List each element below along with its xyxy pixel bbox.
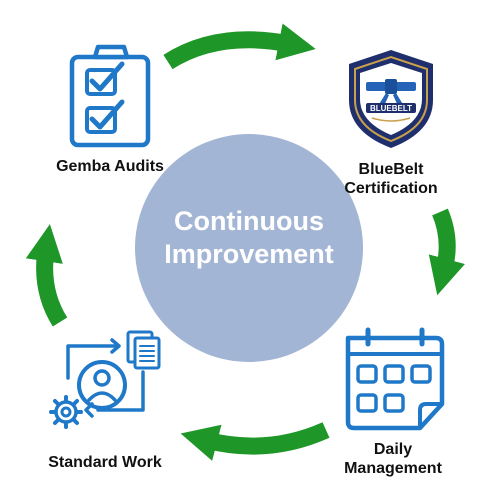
arrow-daily-to-standard — [180, 422, 330, 461]
calendar-icon — [345, 327, 445, 431]
gemba-audits-label: Gemba Audits — [42, 157, 178, 176]
belt-shield-badge-icon: BLUEBELT — [349, 50, 433, 148]
daily-management-label: Daily Management — [330, 440, 456, 478]
gemba-audits-text: Gemba Audits — [56, 158, 164, 175]
clipboard-checklist-icon — [69, 44, 151, 148]
center-title-line1: Continuous — [174, 206, 324, 236]
bluebelt-label-line2: Certification — [344, 180, 438, 197]
daily-label-line1: Daily — [373, 441, 413, 458]
bluebelt-certification-label: BlueBelt Certification — [330, 160, 452, 198]
daily-label-line2: Management — [344, 460, 442, 477]
badge-text: BLUEBELT — [370, 104, 412, 113]
center-circle — [135, 134, 363, 362]
center-title: Continuous Improvement — [135, 205, 363, 271]
arrow-bluebelt-to-daily — [428, 208, 465, 296]
arrow-standard-to-gemba — [25, 224, 68, 327]
standard-work-label: Standard Work — [30, 453, 180, 472]
arrow-gemba-to-bluebelt — [163, 23, 316, 70]
standard-work-text: Standard Work — [48, 454, 162, 471]
center-title-line2: Improvement — [164, 239, 334, 269]
bluebelt-label-line1: BlueBelt — [358, 161, 424, 178]
workflow-person-gear-icon — [49, 330, 161, 429]
